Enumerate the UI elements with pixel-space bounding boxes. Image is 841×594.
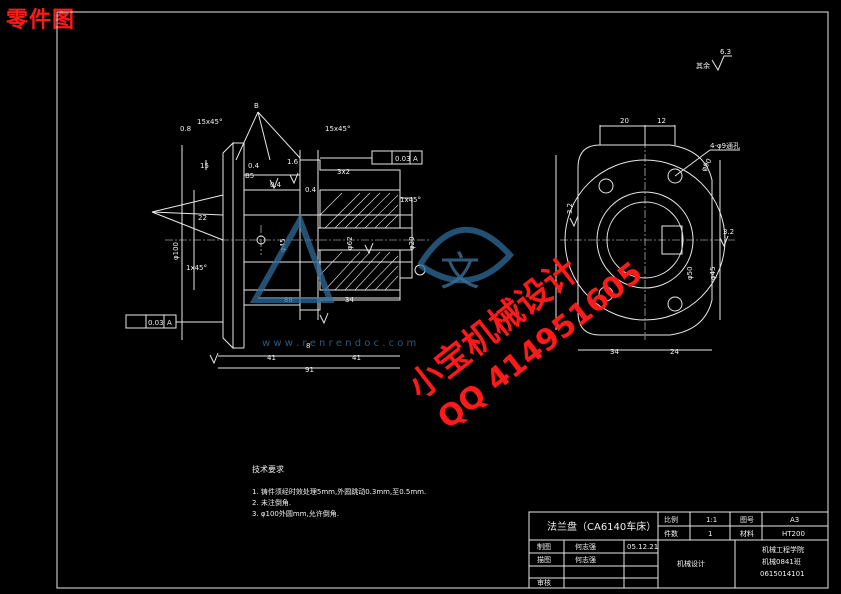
- roughness-note-label: 其余: [696, 61, 710, 70]
- dim-1x45-left: 1x45°: [186, 264, 207, 272]
- dim-15x45-left: 15x45°: [197, 118, 222, 126]
- dim-phi50: φ50: [686, 266, 694, 280]
- dim-B: B: [254, 102, 259, 110]
- dim-phi20: φ20: [408, 236, 416, 250]
- dim-22: 22: [198, 214, 207, 222]
- tb-scale-label: 比例: [664, 515, 678, 524]
- tb-center-text: 机械设计: [677, 559, 705, 568]
- tb-date: 05.12.21: [627, 543, 658, 551]
- tb-designer: 何志强: [575, 542, 596, 551]
- tb-scale-value: 1:1: [706, 516, 717, 524]
- dim-20: 20: [620, 117, 629, 125]
- dim-34: 34: [345, 296, 354, 304]
- tb-school-line1: 机械工程学院: [762, 545, 804, 554]
- dim-8: 8: [306, 342, 310, 350]
- dim-0-4-b: 0.4: [305, 186, 317, 194]
- tb-school-line2: 机械0841班: [762, 557, 801, 566]
- tech-req-title: 技术要求: [252, 464, 284, 474]
- dim-phi100: φ100: [172, 242, 180, 260]
- dim-1x45-right: 1x45°: [400, 196, 421, 204]
- tech-req-item-3: 3. φ100外圆mm,允许倒角.: [252, 509, 339, 518]
- dim-12: 12: [657, 117, 666, 125]
- tol-frame-bottom-datum: A: [167, 319, 172, 327]
- dim-3-2-a: 3.2: [566, 203, 574, 214]
- dim-0-4-a: 0.4: [270, 181, 282, 189]
- dim-0-8: 0.8: [180, 125, 191, 133]
- right-view: [555, 125, 740, 351]
- tb-material-value: HT200: [782, 530, 805, 538]
- tol-frame-bottom-value: 0.03: [148, 319, 164, 327]
- dim-24-right: 24: [670, 348, 679, 356]
- tb-cell-design: 制图: [537, 542, 551, 551]
- tb-drawing-no-value: A3: [790, 516, 799, 524]
- tb-cell-audit: 审核: [537, 578, 551, 587]
- tol-frame-top-value: 0.03: [395, 155, 411, 163]
- dim-phi45-right: φ45: [709, 266, 717, 280]
- dim-0-4-c: 0.4: [248, 162, 260, 170]
- dim-phi62: φ62: [346, 236, 354, 250]
- tb-checker: 何志强: [575, 555, 596, 564]
- tb-qty-label: 件数: [664, 529, 678, 538]
- roughness-symbol: [711, 55, 732, 72]
- tol-frame-top-datum: A: [413, 155, 418, 163]
- tb-drawing-no-label: 图号: [740, 516, 754, 524]
- dim-41-b: 41: [352, 354, 361, 362]
- tb-part-name: 法兰盘（CA6140车床）: [547, 520, 656, 533]
- dim-91: 91: [305, 366, 314, 374]
- tech-req-item-2: 2. 未注倒角.: [252, 498, 291, 507]
- drawing-border: [56, 11, 829, 589]
- roughness-note-value: 6.3: [720, 48, 731, 56]
- tech-req-item-1: 1. 铸件须经时效处理5mm,外圆跳动0.3mm,至0.5mm.: [252, 487, 426, 496]
- dim-B5: B5: [245, 172, 254, 180]
- dim-41-a: 41: [267, 354, 276, 362]
- dim-34-right: 34: [610, 348, 619, 356]
- tb-material-label: 材料: [740, 529, 754, 538]
- title-block: [528, 511, 829, 589]
- tb-cell-check: 描图: [537, 555, 551, 564]
- dim-3x2: 3x2: [337, 168, 350, 176]
- dim-1-6-top: 1.6: [287, 158, 299, 166]
- left-view: [125, 111, 430, 369]
- dim-15: 15: [200, 162, 209, 170]
- dim-15x45-right: 15x45°: [325, 125, 350, 133]
- tb-qty-value: 1: [708, 530, 712, 538]
- watermark-logo: [249, 212, 515, 303]
- dim-holes: 4-φ9通孔: [710, 141, 740, 150]
- tb-student-no: 0615014101: [760, 570, 805, 578]
- watermark-url: w w w . r e n r e n d o c . c o m: [262, 338, 416, 349]
- dim-3-2-b: 3.2: [723, 228, 734, 236]
- watermark-brand: 文: [440, 249, 480, 295]
